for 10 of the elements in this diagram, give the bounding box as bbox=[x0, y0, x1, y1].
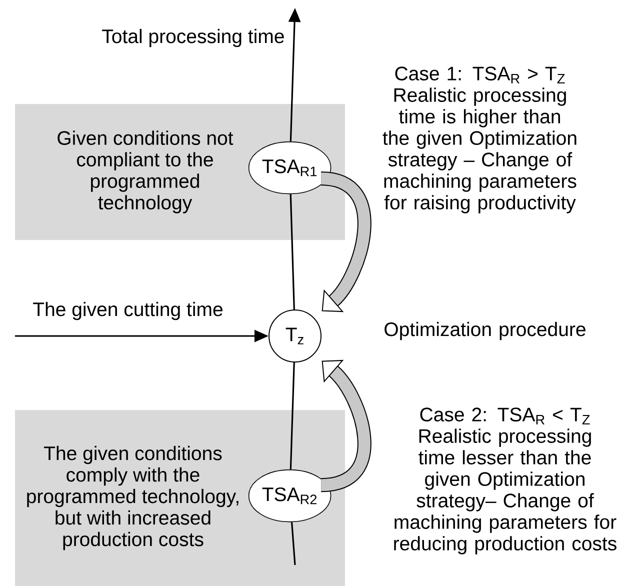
curved-block-arrow bbox=[320, 172, 372, 312]
curved-block-arrow bbox=[320, 360, 372, 492]
circle-node: T$_{z}$ bbox=[268, 310, 322, 362]
edge-label: The given cutting time bbox=[33, 302, 222, 320]
edge-label: Total processing time bbox=[102, 28, 284, 48]
note-text: Optimization procedure bbox=[384, 322, 586, 340]
note-text: Case 2: TSA$_{R}$ < T$_{Z}$ Realistic processing time lesser than the given Optimization strategy– Change of machining parameters for reducing production costs bbox=[394, 408, 616, 554]
note-text: Case 1: TSA$_{R}$ > T$_{Z}$ Realistic processing time is higher than the given Optimization strategy – Change of machining parameters for raising productivity bbox=[382, 66, 576, 214]
ellipse-node: TSA$_{R2}$ bbox=[248, 469, 332, 522]
ellipse-node: TSA$_{R1}$ bbox=[248, 141, 332, 194]
